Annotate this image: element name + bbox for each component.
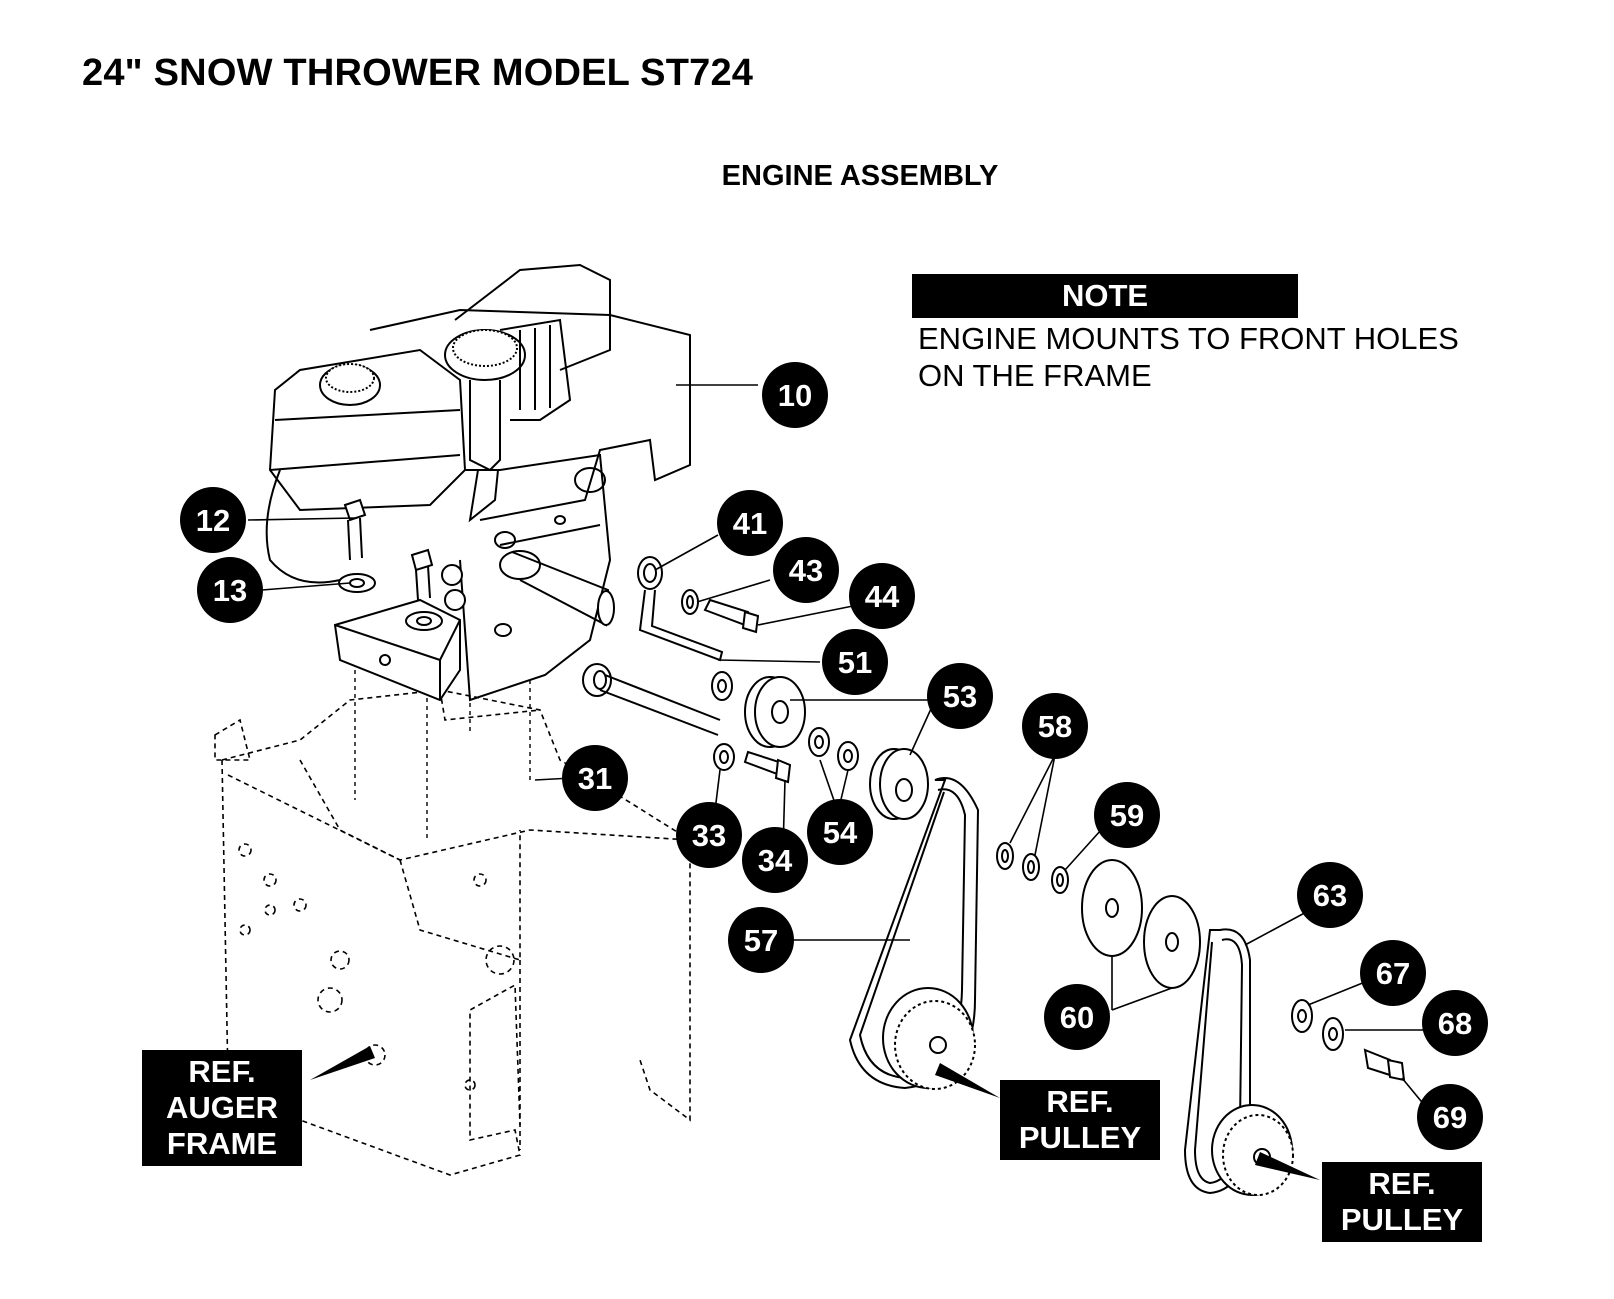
callout-circle <box>1360 940 1426 1006</box>
note-heading: NOTE <box>912 274 1298 318</box>
callout-67: 67 <box>1360 940 1426 1006</box>
callout-number: 34 <box>758 843 793 878</box>
callout-circle <box>1297 862 1363 928</box>
callout-number: 69 <box>1433 1100 1467 1135</box>
callout-58: 58 <box>1022 693 1088 759</box>
callout-number: 68 <box>1438 1006 1472 1041</box>
callout-number: 13 <box>213 573 247 608</box>
engine-body <box>265 263 691 702</box>
crankshaft <box>499 550 615 627</box>
callout-circle <box>197 557 263 623</box>
bolt-group-left <box>338 498 466 631</box>
note-line-2: ON THE FRAME <box>918 358 1152 393</box>
callout-number: 54 <box>823 815 858 850</box>
ref-pulley-1-line-1: REF. <box>1046 1084 1114 1119</box>
callout-number: 41 <box>733 506 767 541</box>
callout-59: 59 <box>1094 782 1160 848</box>
note-line-1: ENGINE MOUNTS TO FRONT HOLES <box>918 321 1459 356</box>
callout-circle <box>762 362 828 428</box>
note-text: ENGINE MOUNTS TO FRONT HOLES ON THE FRAM… <box>918 320 1459 394</box>
callout-circle <box>676 802 742 868</box>
callout-circle <box>562 745 628 811</box>
belt-57 <box>848 777 980 1090</box>
ref-pulley-1-line-2: PULLEY <box>1018 1120 1142 1155</box>
callout-number: 67 <box>1376 956 1410 991</box>
callout-circle <box>1044 984 1110 1050</box>
callout-circle <box>1422 990 1488 1056</box>
upper-shaft-group <box>637 556 760 662</box>
callout-31: 31 <box>562 745 628 811</box>
ref-auger-frame-label: REF. AUGER FRAME <box>142 1050 302 1166</box>
callout-circle <box>773 537 839 603</box>
callout-43: 43 <box>773 537 839 603</box>
ref-pulley-label-2: REF. PULLEY <box>1322 1162 1482 1242</box>
callout-12: 12 <box>180 487 246 553</box>
callout-circle <box>927 663 993 729</box>
callout-circle <box>1022 693 1088 759</box>
callout-circle <box>1417 1084 1483 1150</box>
callout-34: 34 <box>742 827 808 893</box>
mounting-block <box>333 598 461 702</box>
callout-54: 54 <box>807 799 873 865</box>
callout-33: 33 <box>676 802 742 868</box>
callout-circle <box>1094 782 1160 848</box>
lower-shaft-group <box>582 663 792 784</box>
callout-68: 68 <box>1422 990 1488 1056</box>
pulley-53-group <box>711 671 929 820</box>
ref-pointers <box>310 1046 1320 1180</box>
callout-number: 10 <box>778 378 812 413</box>
callout-number: 12 <box>196 503 230 538</box>
callout-number: 31 <box>578 761 612 796</box>
callout-number: 51 <box>838 645 872 680</box>
callout-circle <box>180 487 246 553</box>
ref-auger-frame-line-2: AUGER <box>166 1090 278 1125</box>
callout-circle <box>728 907 794 973</box>
callout-circle <box>822 629 888 695</box>
callout-number: 58 <box>1038 709 1072 744</box>
callout-57: 57 <box>728 907 794 973</box>
callout-41: 41 <box>717 490 783 556</box>
ref-pulley-2-line-2: PULLEY <box>1340 1202 1464 1237</box>
callout-circle <box>717 490 783 556</box>
callout-number: 53 <box>943 679 977 714</box>
callout-13: 13 <box>197 557 263 623</box>
spacer-group <box>996 842 1201 989</box>
callout-circle <box>807 799 873 865</box>
assembly-subtitle: ENGINE ASSEMBLY <box>721 160 999 192</box>
callout-circle <box>849 563 915 629</box>
callout-60: 60 <box>1044 984 1110 1050</box>
callout-number: 60 <box>1060 1000 1094 1035</box>
ref-pulley-label-1: REF. PULLEY <box>1000 1080 1160 1160</box>
callout-number: 33 <box>692 818 726 853</box>
callout-44: 44 <box>849 563 915 629</box>
ref-pulley-2-line-1: REF. <box>1368 1166 1436 1201</box>
callout-63: 63 <box>1297 862 1363 928</box>
ref-auger-frame-line-3: FRAME <box>166 1126 278 1161</box>
callout-number: 59 <box>1110 798 1144 833</box>
callout-number: 43 <box>789 553 823 588</box>
callout-number: 44 <box>865 579 900 614</box>
washer-bolt-group <box>1291 999 1406 1082</box>
callout-69: 69 <box>1417 1084 1483 1150</box>
callout-number: 57 <box>744 923 778 958</box>
ref-auger-frame-line-1: REF. <box>188 1054 256 1089</box>
callout-53: 53 <box>927 663 993 729</box>
callout-circle <box>742 827 808 893</box>
belt-63 <box>1183 928 1294 1196</box>
callout-10: 10 <box>762 362 828 428</box>
callout-51: 51 <box>822 629 888 695</box>
page-title: 24" SNOW THROWER MODEL ST724 <box>82 52 754 94</box>
callout-number: 63 <box>1313 878 1347 913</box>
